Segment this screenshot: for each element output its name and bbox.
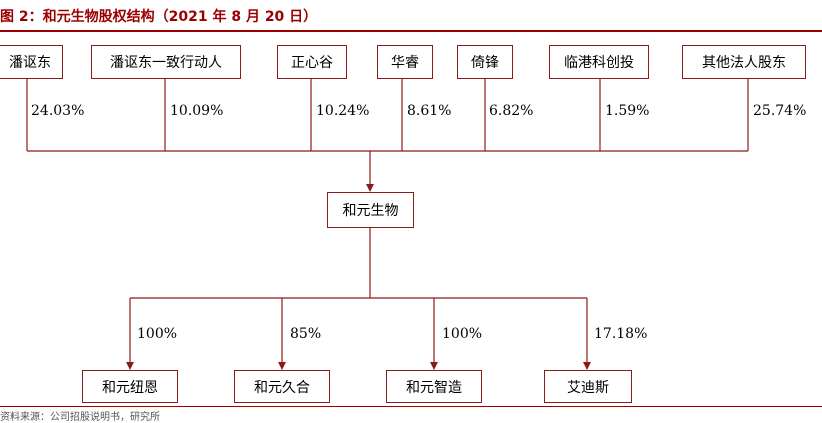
source-note: 资料来源：公司招股说明书，研究所	[0, 412, 160, 423]
subsidiary-name: 和元纽恩	[102, 379, 158, 396]
subsidiary-percent: 85%	[290, 326, 322, 342]
figure-title: 图 2：和元生物股权结构（2021 年 8 月 20 日）	[0, 9, 318, 25]
shareholder-box: 倚锋	[457, 45, 513, 79]
subsidiary-name: 艾迪斯	[567, 379, 609, 396]
shareholder-percent: 8.61%	[407, 103, 452, 119]
shareholder-percent: 6.82%	[489, 103, 534, 119]
shareholder-percent: 10.24%	[316, 103, 370, 119]
shareholder-name: 其他法人股东	[702, 55, 786, 71]
shareholder-name: 潘讴东一致行动人	[110, 55, 222, 71]
company-box: 和元生物	[327, 192, 414, 228]
shareholder-box: 临港科创投	[549, 45, 649, 79]
subsidiary-box: 艾迪斯	[544, 370, 632, 403]
subsidiary-box: 和元久合	[234, 370, 330, 403]
subsidiary-percent: 100%	[442, 326, 483, 342]
shareholder-percent: 1.59%	[605, 103, 650, 119]
company-name: 和元生物	[342, 203, 399, 219]
shareholder-box: 其他法人股东	[682, 45, 806, 79]
shareholder-name: 正心谷	[291, 55, 333, 71]
shareholder-percent: 25.74%	[753, 103, 807, 119]
shareholder-name: 临港科创投	[564, 55, 634, 71]
subsidiary-box: 和元智造	[386, 370, 482, 403]
shareholder-box: 华睿	[377, 45, 433, 79]
shareholder-box: 正心谷	[277, 45, 347, 79]
shareholder-name: 华睿	[391, 55, 419, 71]
shareholder-percent: 24.03%	[31, 103, 85, 119]
subsidiary-percent: 100%	[137, 326, 178, 342]
subsidiary-name: 和元久合	[254, 379, 310, 396]
subsidiary-percent: 17.18%	[594, 326, 648, 342]
shareholder-name: 倚锋	[471, 55, 499, 71]
title-rule	[0, 30, 822, 32]
subsidiary-name: 和元智造	[406, 379, 462, 396]
shareholder-name: 潘讴东	[9, 55, 51, 71]
shareholder-percent: 10.09%	[170, 103, 224, 119]
shareholder-box: 潘讴东	[0, 45, 63, 79]
shareholder-box: 潘讴东一致行动人	[91, 45, 241, 79]
footer-rule	[0, 406, 822, 407]
subsidiary-box: 和元纽恩	[82, 370, 178, 403]
